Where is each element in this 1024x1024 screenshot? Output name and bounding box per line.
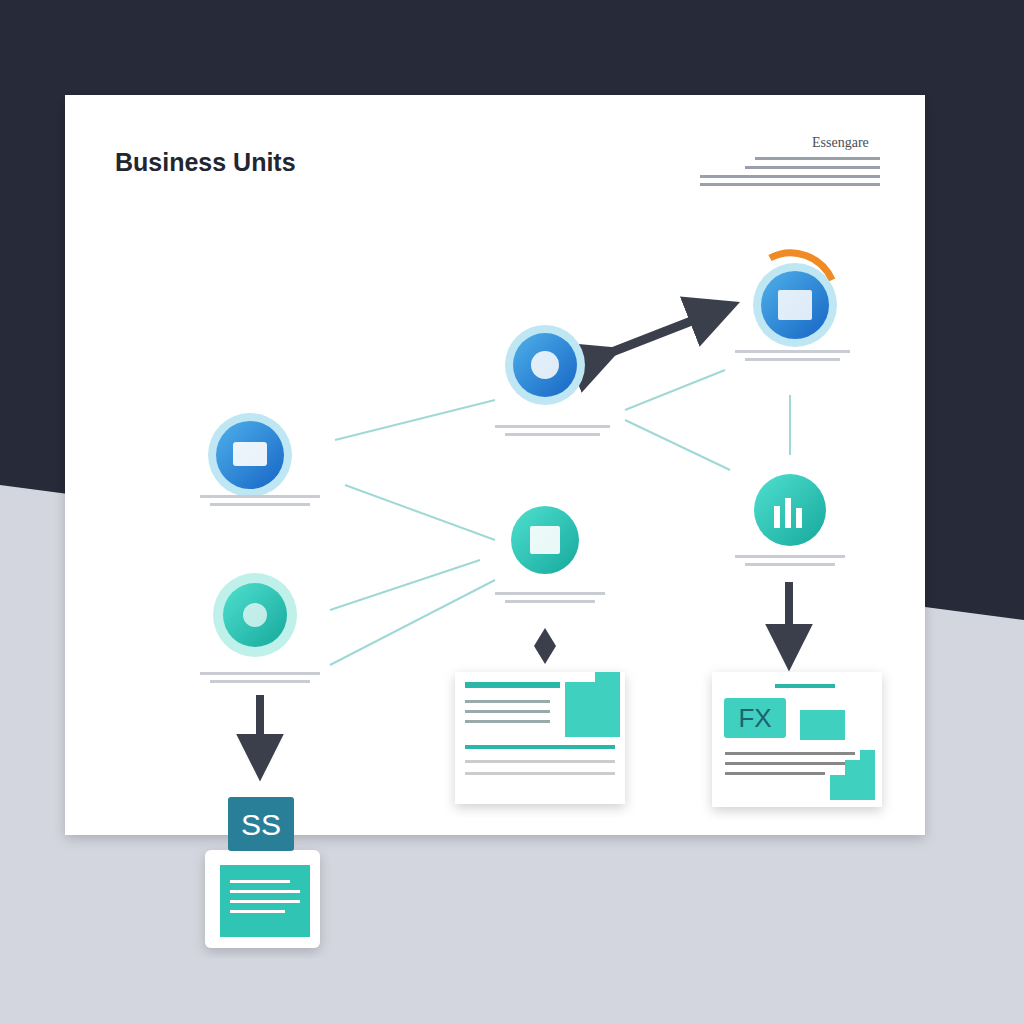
node-text: FX xyxy=(738,704,771,733)
ss-tab: SS xyxy=(228,797,294,851)
fx-label-box: FX xyxy=(724,698,786,738)
logo-label: Essengare xyxy=(812,135,869,151)
diagram-title: Business Units xyxy=(115,148,296,177)
node-text: SS xyxy=(241,808,281,841)
